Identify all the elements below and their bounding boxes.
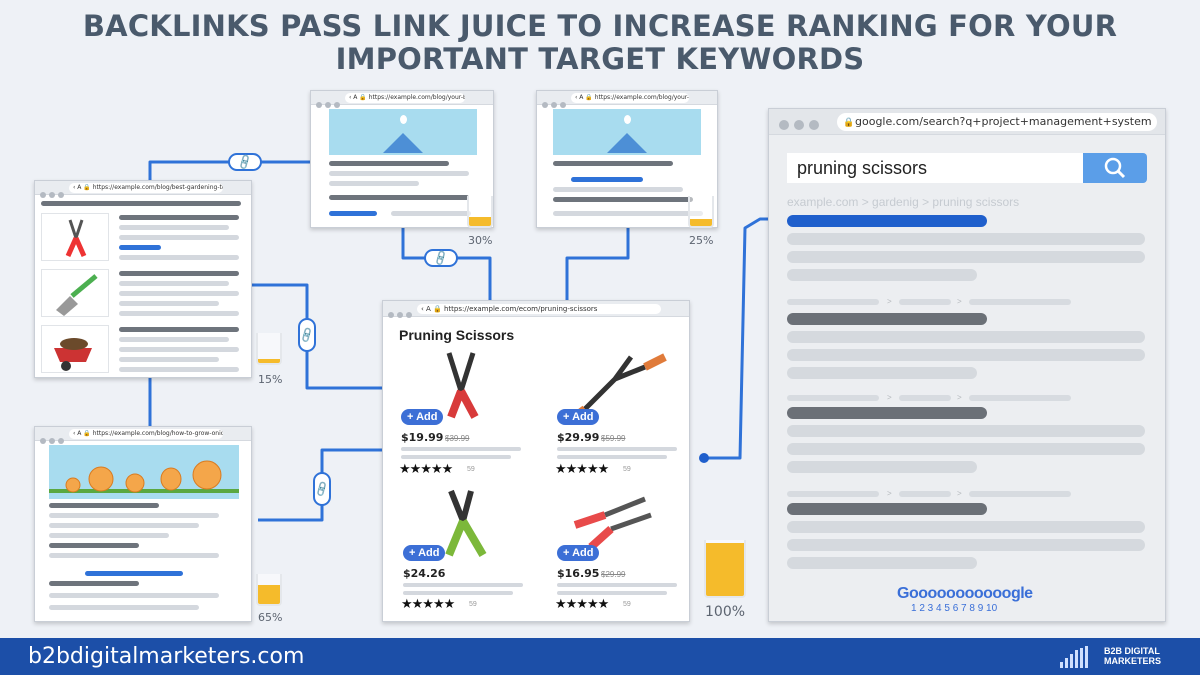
rating-stars: ★★★★★ (555, 461, 609, 476)
review-count: 59 (469, 601, 477, 608)
footer-site[interactable]: b2bdigitalmarketers.com (28, 644, 305, 669)
link-chain-icon: 🔗 (228, 153, 262, 171)
result-title-link[interactable] (787, 407, 987, 419)
onions-image (49, 445, 239, 499)
address-bar[interactable]: ‹ A 🔒 https://example.com/blog/your-blog… (345, 93, 465, 103)
result-title-link[interactable] (787, 503, 987, 515)
blog-post-window: ‹ A 🔒 https://example.com/blog/your-blog… (536, 90, 718, 228)
address-bar[interactable]: ‹ A 🔒 https://example.com/blog/how-to-gr… (69, 429, 223, 439)
grow-onions-window: ‹ A 🔒 https://example.com/blog/how-to-gr… (34, 426, 252, 622)
brand-line1: B2B DIGITAL (1104, 646, 1160, 656)
link-chain-icon: 🔗 (298, 318, 316, 352)
add-to-cart-button[interactable]: + Add (403, 545, 446, 561)
search-button[interactable] (1083, 153, 1147, 183)
juice-glass-icon (256, 574, 282, 606)
link-chain-icon: 🔗 (313, 472, 331, 506)
footer: b2bdigitalmarketers.com B2B DIGITAL MARK… (0, 638, 1200, 675)
image-placeholder (553, 109, 701, 155)
google-serp-window: google.com/search?q+project+management+s… (768, 108, 1166, 622)
blog-post-window: ‹ A 🔒 https://example.com/blog/your-blog… (310, 90, 494, 228)
address-bar[interactable]: ‹ A 🔒 https://example.com/ecom/pruning-s… (417, 304, 661, 314)
juice-fill (258, 358, 280, 363)
result-breadcrumb: example.com > gardenig > pruning scissor… (787, 195, 1020, 209)
result-title-link[interactable] (787, 215, 987, 227)
add-to-cart-button[interactable]: + Add (401, 409, 444, 425)
brand-line2: MARKETERS (1104, 656, 1162, 666)
juice-glass-icon (688, 196, 714, 228)
juice-fill (469, 217, 491, 226)
rating-stars: ★★★★★ (401, 596, 455, 611)
juice-percent: 25% (689, 234, 714, 247)
trowel-thumbnail (41, 269, 109, 317)
wire-blog2-to-ecom (565, 228, 630, 300)
wire-endpoint (699, 453, 709, 463)
address-bar[interactable]: ‹ A 🔒 https://example.com/blog/best-gard… (69, 183, 223, 193)
pagination-pages[interactable]: 1 2 3 4 5 6 7 8 9 10 (911, 603, 998, 614)
juice-percent: 30% (468, 234, 493, 247)
rating-stars: ★★★★★ (555, 596, 609, 611)
add-to-cart-button[interactable]: + Add (557, 409, 600, 425)
product-price: $16.95 (557, 567, 600, 580)
search-input[interactable]: pruning scissors (787, 153, 1083, 183)
result-title-link[interactable] (787, 313, 987, 325)
address-bar[interactable]: google.com/search?q+project+management+s… (837, 113, 1157, 131)
juice-percent: 100% (705, 604, 746, 620)
product-page-heading: Pruning Scissors (399, 327, 515, 343)
product-price: $24.26 (403, 567, 446, 580)
review-count: 59 (467, 466, 475, 473)
lock-icon: 🔒 (843, 117, 855, 127)
juice-fill (690, 218, 712, 226)
ecom-product-window: ‹ A 🔒 https://example.com/ecom/pruning-s… (382, 300, 690, 622)
juice-glass-icon (256, 333, 282, 365)
image-placeholder (329, 109, 477, 155)
gardening-tools-window: ‹ A 🔒 https://example.com/blog/best-gard… (34, 180, 252, 378)
add-to-cart-button[interactable]: + Add (557, 545, 600, 561)
juice-fill (706, 543, 744, 596)
juice-fill (258, 584, 280, 604)
pagination-logo: Gooooooooooogle (897, 585, 1033, 602)
old-price: $59.99 (601, 434, 626, 443)
link-chain-icon: 🔗 (424, 249, 458, 267)
product-price: $29.99 (557, 431, 600, 444)
pruner-thumbnail (41, 213, 109, 261)
old-price: $39.99 (445, 434, 470, 443)
footer-brand: B2B DIGITAL MARKETERS (1104, 646, 1161, 666)
juice-percent: 15% (258, 373, 283, 386)
juice-glass-icon (467, 196, 493, 228)
product-price: $19.99 (401, 431, 444, 444)
page-title: BACKLINKS PASS LINK JUICE TO INCREASE RA… (82, 9, 1118, 76)
old-price: $29.99 (601, 570, 626, 579)
rating-stars: ★★★★★ (399, 461, 453, 476)
review-count: 59 (623, 601, 631, 608)
wheelbarrow-thumbnail (41, 325, 109, 373)
juice-glass-icon (704, 540, 746, 598)
juice-percent: 65% (258, 611, 283, 624)
address-bar[interactable]: ‹ A 🔒 https://example.com/blog/your-blog… (571, 93, 689, 103)
review-count: 59 (623, 466, 631, 473)
